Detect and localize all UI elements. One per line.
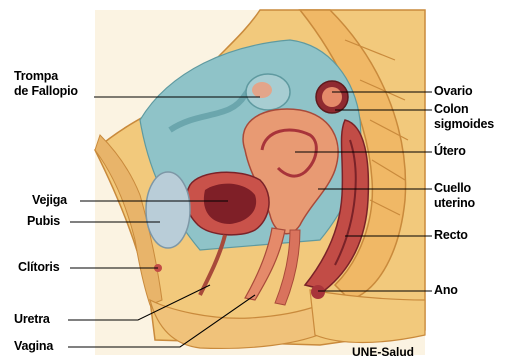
label-colon-line1: Colon — [434, 102, 494, 117]
label-trompa-line1: Trompa — [14, 69, 78, 84]
label-colon-line2: sigmoides — [434, 117, 494, 132]
label-trompa-line2: de Fallopio — [14, 84, 78, 99]
label-ano: Ano — [434, 283, 458, 298]
label-cuello-uterino: Cuello uterino — [434, 181, 475, 211]
credit-une-salud: UNE-Salud — [352, 345, 414, 359]
label-ovario: Ovario — [434, 84, 472, 99]
label-cuello-line1: Cuello — [434, 181, 475, 196]
label-vagina: Vagina — [14, 339, 53, 354]
label-trompa-de-falopio: Trompa de Fallopio — [14, 69, 78, 99]
anus — [311, 285, 325, 299]
label-colon-sigmoides: Colon sigmoides — [434, 102, 494, 132]
label-vejiga: Vejiga — [32, 193, 67, 208]
label-utero: Útero — [434, 144, 466, 159]
label-cuello-line2: uterino — [434, 196, 475, 211]
label-uretra: Uretra — [14, 312, 50, 327]
label-pubis: Pubis — [27, 214, 60, 229]
label-recto: Recto — [434, 228, 468, 243]
label-clitoris: Clítoris — [18, 260, 59, 275]
pubic-bone — [146, 172, 190, 248]
